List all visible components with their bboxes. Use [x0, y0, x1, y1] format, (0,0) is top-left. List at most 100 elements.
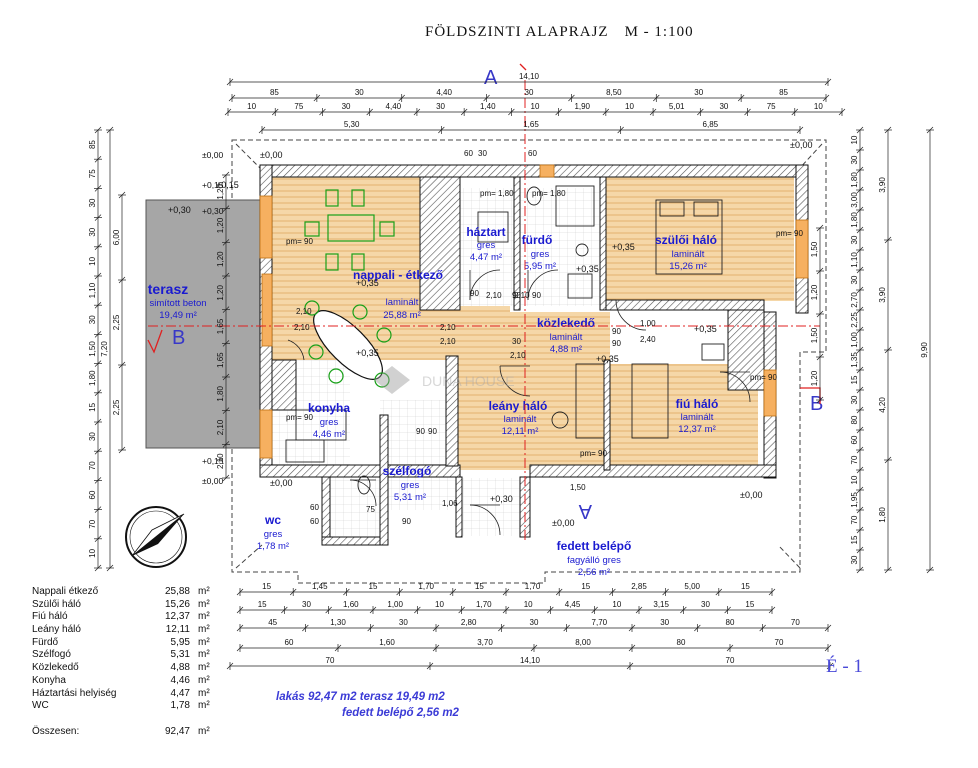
dimension-line	[856, 286, 864, 294]
dimension-value: 1,65	[216, 352, 225, 368]
dimension-line	[228, 94, 236, 102]
dimension-line	[680, 606, 687, 614]
legend-unit: m²	[198, 636, 210, 648]
dimension-line	[334, 644, 342, 652]
dimension-value: 80	[726, 618, 735, 627]
dimension-value: 30	[525, 88, 534, 97]
dimension-value: 10	[625, 102, 634, 111]
dimension-line	[94, 564, 102, 572]
dimension-line	[884, 456, 892, 464]
dimension-line	[856, 486, 864, 494]
dimension-line	[838, 108, 846, 116]
dimension-value: 45	[268, 618, 277, 627]
dimension-value: 30	[88, 315, 97, 324]
dimension-line	[856, 306, 864, 314]
room-area-szelfogo: 5,31 m²	[394, 492, 426, 503]
dimension-line	[856, 466, 864, 474]
dimension-line	[367, 624, 374, 632]
dimension-value: 1,80	[850, 172, 859, 188]
section-a-top: A	[484, 67, 498, 89]
dimension-value: 2,25	[112, 399, 121, 415]
dimension-line	[856, 446, 864, 454]
room-area-furdo: 5,95 m²	[524, 261, 556, 272]
dimension-line	[856, 146, 864, 154]
dimension-line	[226, 662, 234, 670]
dimension-line	[94, 243, 102, 251]
room-name-konyha: konyha	[308, 401, 350, 415]
interior-dimension: 2,10	[486, 291, 502, 300]
interior-dimension: 90	[428, 427, 437, 436]
dimension-line	[438, 126, 445, 134]
level-mark: ±0,00	[552, 518, 574, 528]
legend-name: Közlekedő	[32, 662, 79, 674]
dimension-value: 6,85	[703, 120, 719, 129]
dimension-value: 1,70	[476, 600, 492, 609]
dimension-value: 1,70	[418, 582, 434, 591]
dimension-line	[635, 606, 643, 614]
dimension-value: 14,10	[520, 656, 541, 665]
legend-unit: m²	[198, 674, 210, 686]
dimension-value: 1,20	[216, 251, 225, 267]
dimension-line	[796, 126, 804, 134]
section-lines	[148, 80, 820, 540]
interior-dimension: 90	[612, 327, 621, 336]
room-labels: terasz simított beton 19,49 m² nappali -…	[148, 225, 719, 578]
dimension-line	[816, 310, 824, 318]
dimension-value: 70	[850, 515, 859, 524]
dimension-value: 1,80	[216, 386, 225, 402]
legend-total: Összesen: 92,47 m²	[32, 726, 210, 737]
dimension-value: 7,20	[100, 341, 109, 357]
dimension-value: 1,10	[850, 252, 859, 268]
room-material-terasz: simított beton	[149, 298, 206, 309]
dimension-line	[94, 447, 102, 455]
level-mark-left: +0,15	[202, 180, 224, 190]
interior-dimension: 2,10	[440, 337, 456, 346]
dimension-value: 5,00	[684, 582, 700, 591]
sheet-label: É - 1	[826, 656, 863, 677]
dimension-line	[856, 406, 864, 414]
level-mark: +0,35	[356, 348, 379, 358]
level-mark-left: +0,15	[202, 456, 224, 466]
dimension-line	[258, 126, 266, 134]
dimension-line	[271, 108, 279, 116]
dimension-value: 1,60	[379, 638, 395, 647]
dimension-value: 3,90	[878, 177, 887, 193]
dimension-line	[697, 108, 704, 116]
interior-dimension: pm= 1,80	[480, 189, 514, 198]
dimension-value: 15	[475, 582, 484, 591]
dimension-line	[432, 644, 440, 652]
dimension-value: 30	[694, 88, 703, 97]
level-mark: ±0,00	[260, 150, 282, 160]
dimension-value: 10	[850, 135, 859, 144]
dimension-line	[715, 588, 723, 596]
dimension-value: 70	[326, 656, 335, 665]
legend-value: 12,11	[165, 624, 190, 636]
legend-value: 5,95	[170, 636, 190, 648]
room-area-szuloi: 15,26 m²	[669, 261, 707, 272]
legend-value: 5,31	[170, 649, 190, 661]
dimension-value: 30	[850, 395, 859, 404]
dimension-line	[222, 373, 230, 381]
interior-dimension: pm= 90	[750, 373, 777, 382]
dimension-line	[856, 546, 864, 554]
dimension-value: 30	[342, 102, 351, 111]
dimension-value: 75	[767, 102, 776, 111]
dimension-line	[508, 108, 515, 116]
dimension-value: 8,50	[606, 88, 622, 97]
legend-name: Fiú háló	[32, 611, 68, 623]
interior-dimension: 1,50	[570, 483, 586, 492]
dimension-value: 30	[88, 227, 97, 236]
summary-line-2: fedett belépő 2,56 m2	[342, 707, 459, 719]
dimension-line	[724, 606, 731, 614]
dimension-value: 1,70	[525, 582, 541, 591]
room-material-haztart: gres	[477, 240, 496, 251]
dimension-value: 10	[247, 102, 256, 111]
dimension-line	[366, 108, 373, 116]
interior-dimension: pm= 90	[776, 229, 803, 238]
terrace-slab	[145, 199, 261, 449]
dimension-line	[609, 588, 616, 596]
interior-dimension: 1,00	[640, 319, 656, 328]
